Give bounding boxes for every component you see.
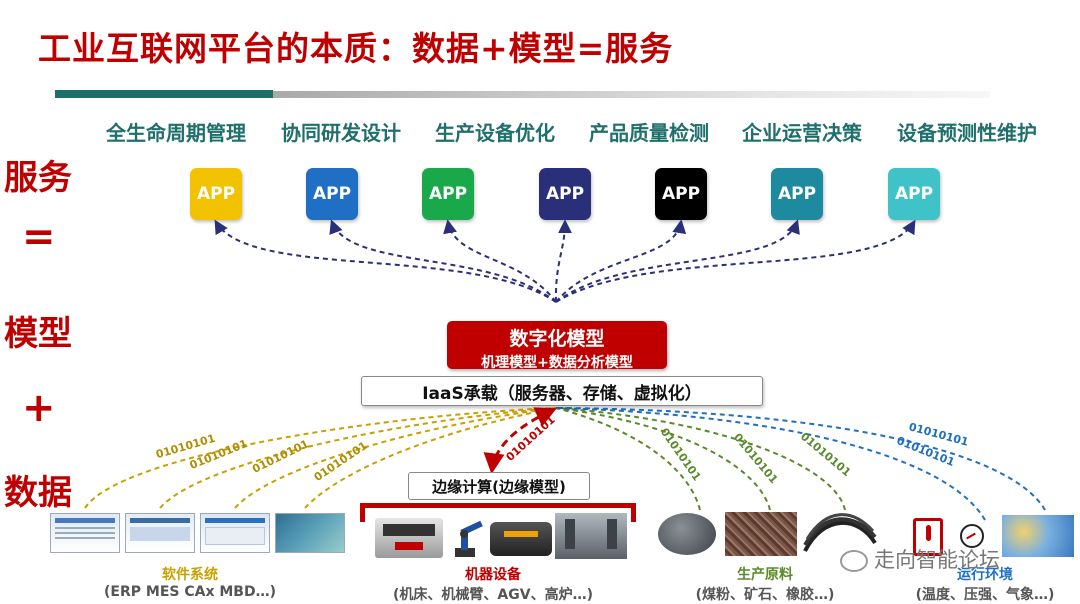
title-underline-light [273,91,990,98]
software-screenshot-4 [275,513,345,553]
connector-software-2 [159,407,557,509]
service-label-quality: 产品质量检测 [589,121,709,145]
machine-tool-image [375,518,443,558]
digital-model-title: 数字化模型 [509,328,605,350]
weather-map-image [1002,515,1074,557]
wechat-icon [840,550,868,572]
connector-app-maintenance [555,219,800,303]
edge-computing-box: 边缘计算(边缘模型) [408,472,590,500]
connector-app-rd [329,219,557,303]
category-label-machines: 机器设备 [465,567,521,583]
category-label-software: 软件系统 [162,567,218,583]
digital-model-box: 数字化模型 机理模型+数据分析模型 [447,321,667,371]
app-tile-lifecycle[interactable]: APP [190,168,242,220]
rubber-image [803,513,877,555]
iaas-box: IaaS承载（服务器、存储、虚拟化） [361,376,763,406]
robot-arm-image [445,515,487,558]
app-tile-rd[interactable]: APP [306,168,358,220]
app-tile-maintenance[interactable]: APP [771,168,823,220]
digital-model-subtitle: 机理模型+数据分析模型 [481,355,633,371]
connector-app-operations [555,219,687,303]
connector-app-extra [555,219,916,303]
app-tile-equipment[interactable]: APP [422,168,474,220]
side-label-model: 模型 [4,314,72,354]
connector-edge-iaas [483,407,557,475]
category-label-materials: 生产原料 [737,567,793,583]
category-label-environment: 运行环境 [957,567,1013,583]
connector-app-lifecycle [214,219,557,303]
side-label-equals: = [22,214,56,260]
page-title: 工业互联网平台的本质：数据+模型=服务 [38,29,674,68]
connector-app-equipment [443,219,557,303]
category-sub-materials: (煤粉、矿石、橡胶…) [695,587,835,603]
connector-environment-2 [555,407,1046,511]
service-label-maintenance: 设备预测性维护 [897,121,1037,145]
side-label-data: 数据 [4,473,72,513]
title-underline-dark [55,90,273,98]
category-sub-software: (ERP MES CAx MBD…) [104,584,276,600]
side-label-service: 服务 [4,158,72,198]
connector-environment-1 [555,407,986,521]
app-tile-operations[interactable]: APP [655,168,707,220]
service-label-lifecycle: 全生命周期管理 [106,121,246,145]
service-label-equipment: 生产设备优化 [435,121,555,145]
service-label-rd: 协同研发设计 [281,121,401,145]
watermark: 走向智能论坛 [840,544,1000,574]
connector-app-quality [554,219,572,303]
software-screenshot-2 [125,513,195,553]
category-sub-environment: (温度、压强、气象…) [915,587,1055,603]
coal-powder-image [658,513,716,555]
connector-material-1 [555,407,701,511]
category-sub-machines: (机床、机械臂、AGV、高炉…) [393,587,593,603]
ore-image [725,512,797,556]
software-screenshot-3 [200,513,270,553]
service-label-operations: 企业运营决策 [742,121,862,145]
pressure-gauge-icon [960,524,984,548]
connector-material-2 [555,407,771,511]
machines-bracket [360,503,636,522]
software-screenshot-1 [50,513,120,553]
agv-image [490,522,552,556]
connector-software-3 [234,407,557,509]
connector-material-3 [555,407,846,511]
app-tile-quality[interactable]: APP [539,168,591,220]
watermark-text: 走向智能论坛 [874,548,1000,572]
thermometer-icon [913,518,943,556]
side-label-plus: + [22,385,56,431]
app-tile-extra[interactable]: APP [888,168,940,220]
blast-furnace-image [555,513,627,559]
